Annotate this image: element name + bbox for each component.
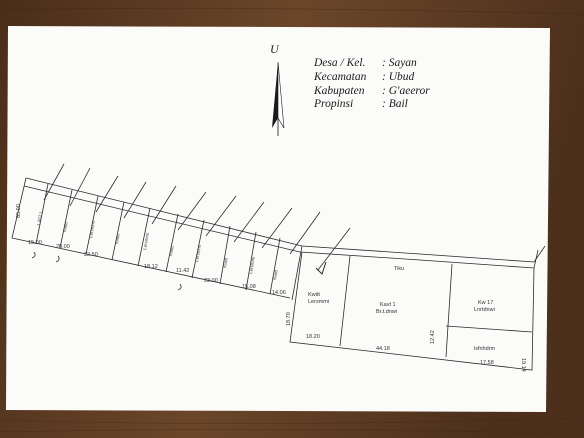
svg-text:Kwitt: Kwitt [114, 233, 121, 244]
kabupaten-value: : G'aeeror [382, 85, 430, 97]
svg-text:Lnrtdnwi: Lnrtdnwi [474, 307, 495, 313]
parcel-outline [289, 251, 535, 371]
svg-text:Lersmmi: Lersmmi [308, 299, 329, 305]
wood-grain [0, 7, 584, 435]
desa-value: : Sayan [382, 57, 417, 69]
svg-text:Lersmmi: Lersmmi [88, 220, 96, 238]
dim-label: 44.18 [376, 346, 390, 352]
paper-sheet [6, 26, 550, 412]
dim-label: 18.12 [144, 264, 158, 270]
dim-label: 19.14 [520, 358, 526, 372]
dim-label: 15.00 [28, 240, 42, 246]
bottom-right-label: lsfnhdrm [474, 346, 496, 352]
road-label: Tiku [394, 266, 404, 272]
svg-text:1 807 L: 1 807 L [36, 210, 44, 226]
svg-text:Kwitt: Kwitt [168, 245, 175, 256]
parcel-b-label: Kw 17 [478, 300, 493, 306]
strip-top [11, 177, 27, 239]
dim-label: 65.00 [16, 204, 22, 218]
svg-text:Br.t.dnwi: Br.t.dnwi [376, 309, 397, 315]
parcel-a-label: Kavt 1 [380, 302, 396, 308]
dim-label: 11.42 [176, 268, 189, 274]
propinsi-value: : Bail [382, 98, 408, 110]
dim-label: 15.08 [242, 284, 256, 290]
dim-label: 23.00 [204, 278, 218, 284]
dim-label: 12.42 [430, 330, 436, 344]
svg-text:Lersmmi: Lersmmi [248, 256, 256, 274]
road-edge-bottom [23, 185, 539, 269]
kecamatan-label: Kecamatan [314, 71, 367, 83]
strip-bottom [11, 237, 291, 299]
desa-label: Desa / Kel. [314, 57, 366, 69]
small-parcel-label: Kwitt [308, 292, 320, 298]
dim-label: 17.58 [480, 360, 494, 366]
dim-label: 14.06 [272, 290, 286, 296]
north-arrow-icon [272, 61, 285, 136]
north-label: U [270, 42, 279, 56]
kecamatan-value: : Ubud [382, 71, 415, 83]
kabupaten-label: Kabupaten [314, 85, 365, 97]
dim-label: 22.50 [84, 252, 98, 258]
dim-label: 18.70 [286, 312, 292, 326]
svg-text:Lersmmi: Lersmmi [194, 244, 202, 262]
dim-label: 18.20 [306, 334, 320, 340]
svg-text:Kwitt: Kwitt [62, 221, 69, 232]
svg-text:Lersmmi: Lersmmi [142, 232, 150, 250]
propinsi-label: Propinsi [314, 98, 354, 110]
svg-text:Kwitt: Kwitt [222, 257, 229, 268]
dimension-labels: 15.00 20.00 22.50 18.12 11.42 23.00 15.0… [16, 204, 526, 372]
road-edge-top [25, 177, 546, 263]
svg-text:Kwitt: Kwitt [272, 269, 279, 280]
land-plot-drawing [11, 163, 546, 371]
dim-label: 20.00 [56, 244, 70, 250]
